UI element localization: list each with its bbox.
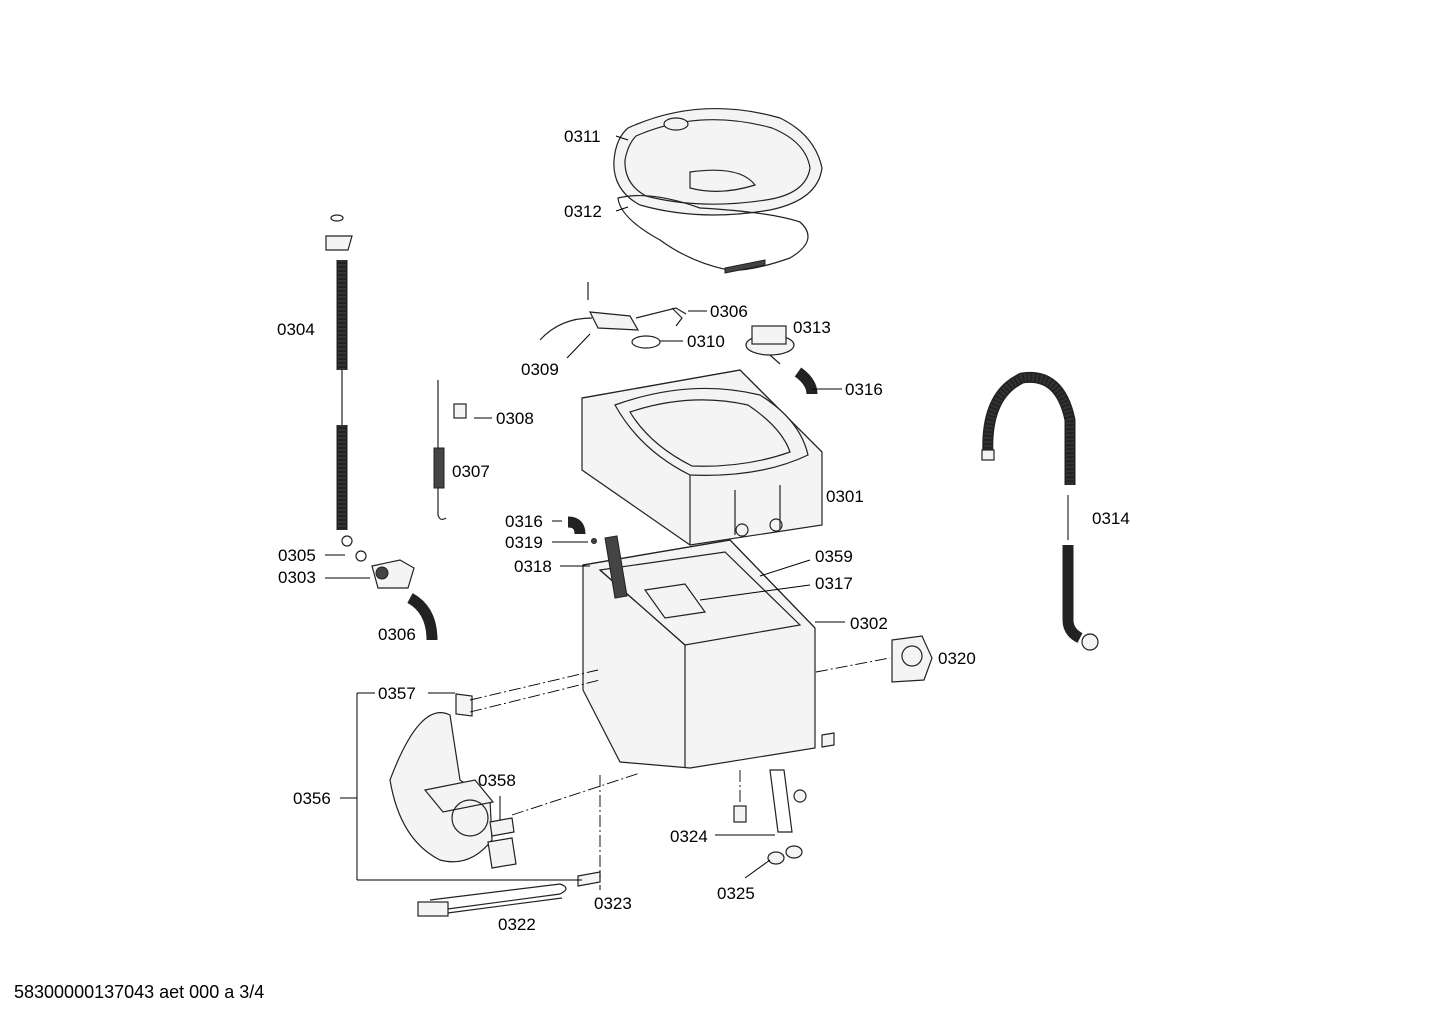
label-0306-bottom: 0306 bbox=[378, 625, 416, 644]
part-0309-sensor bbox=[539, 282, 687, 341]
part-0308-clip bbox=[453, 403, 467, 419]
part-0302-tub bbox=[582, 535, 816, 769]
document-footer-id: 58300000137043 aet 000 a 3/4 bbox=[14, 982, 265, 1002]
label-0311: 0311 bbox=[564, 127, 601, 146]
part-0311-seal-frame bbox=[613, 107, 823, 216]
label-0320: 0320 bbox=[938, 649, 976, 668]
label-0357: 0357 bbox=[378, 684, 416, 703]
part-0313-pressure-switch bbox=[745, 325, 795, 365]
leader-lines bbox=[325, 135, 845, 890]
part-0316-hose-lower bbox=[567, 516, 586, 535]
label-0308: 0308 bbox=[496, 409, 534, 428]
label-0316-left: 0316 bbox=[505, 512, 543, 531]
label-0306-top: 0306 bbox=[710, 302, 748, 321]
part-0306-hose-lower bbox=[407, 593, 438, 641]
label-0324: 0324 bbox=[670, 827, 708, 846]
label-0310: 0310 bbox=[687, 332, 725, 351]
label-0359: 0359 bbox=[815, 547, 853, 566]
part-0357-bracket bbox=[455, 693, 473, 717]
part-0323-clamp bbox=[577, 871, 601, 887]
label-0303: 0303 bbox=[278, 568, 316, 587]
part-0314-drain-hose bbox=[981, 371, 1099, 651]
label-0318: 0318 bbox=[514, 557, 552, 576]
label-0305: 0305 bbox=[278, 546, 316, 565]
label-0301: 0301 bbox=[826, 487, 864, 506]
label-0302: 0302 bbox=[850, 614, 888, 633]
part-0324-strap bbox=[733, 769, 807, 833]
label-0319: 0319 bbox=[505, 533, 543, 552]
part-0320-drain-pump bbox=[891, 635, 933, 683]
part-0307-spring bbox=[433, 380, 447, 521]
part-0316-hose-upper bbox=[794, 367, 818, 395]
part-0304-inlet-hose bbox=[325, 214, 353, 530]
label-0317: 0317 bbox=[815, 574, 853, 593]
part-0303-inlet-valve bbox=[341, 535, 415, 589]
label-0304: 0304 bbox=[277, 320, 315, 339]
label-0323: 0323 bbox=[594, 894, 632, 913]
part-0325-feet bbox=[767, 845, 803, 865]
label-0358: 0358 bbox=[478, 771, 516, 790]
label-0356: 0356 bbox=[293, 789, 331, 808]
alignment-lines bbox=[469, 669, 741, 878]
label-0307: 0307 bbox=[452, 462, 490, 481]
part-0356-sump-assembly bbox=[389, 712, 517, 869]
label-0313: 0313 bbox=[793, 318, 831, 337]
label-0314: 0314 bbox=[1092, 509, 1130, 528]
part-screw-right bbox=[821, 732, 835, 748]
part-0301-drawer-housing bbox=[581, 369, 823, 546]
label-0312: 0312 bbox=[564, 202, 602, 221]
label-0309: 0309 bbox=[521, 360, 559, 379]
part-0322-heater bbox=[417, 883, 567, 917]
part-0312-clamp-ring bbox=[617, 194, 809, 274]
label-0325: 0325 bbox=[717, 884, 755, 903]
part-0319-ring bbox=[591, 538, 597, 544]
label-0322: 0322 bbox=[498, 915, 536, 934]
label-0316-right: 0316 bbox=[845, 380, 883, 399]
part-0310-o-ring bbox=[631, 335, 661, 349]
